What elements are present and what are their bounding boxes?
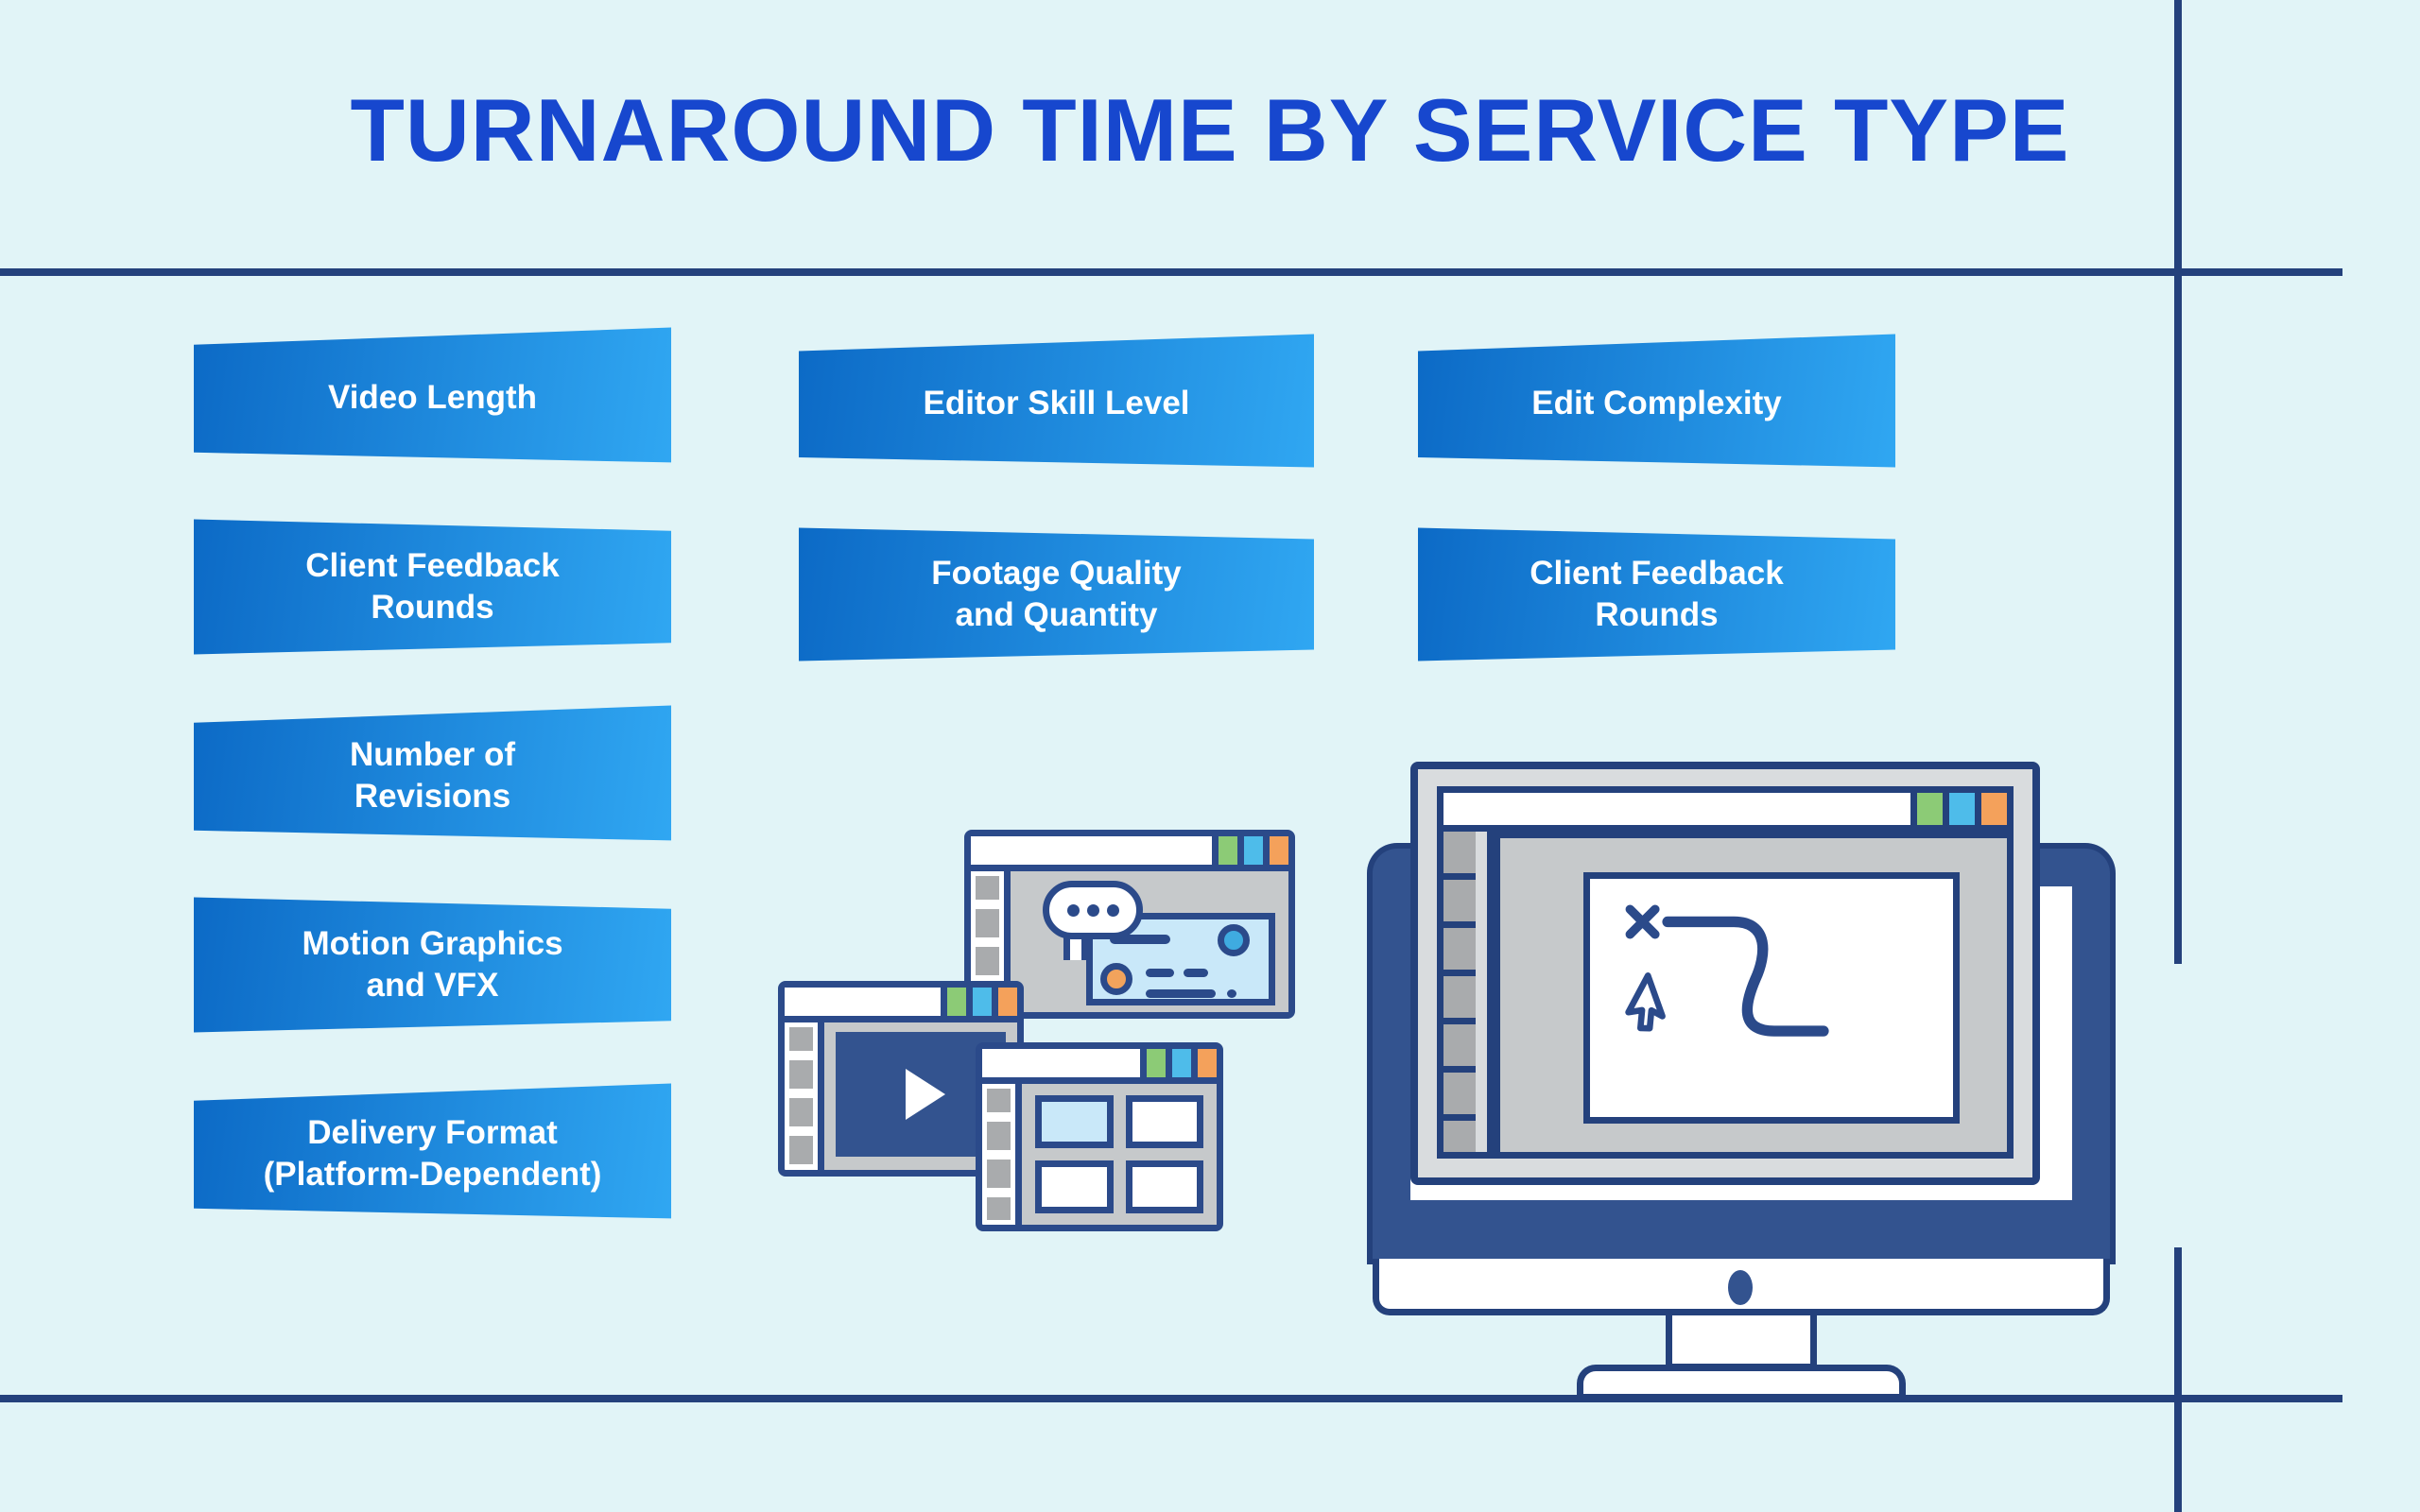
card-text-bar (1110, 935, 1170, 944)
top-horizontal-rule (0, 268, 2342, 276)
comment-review-window-illustration (964, 830, 1295, 1019)
bottom-right-vertical-rule (2174, 1247, 2182, 1512)
page-title: TURNAROUND TIME BY SERVICE TYPE (350, 80, 2070, 180)
window-content (1022, 1084, 1217, 1225)
blue-window-button-icon (1943, 793, 1975, 825)
card-text-bar (1146, 969, 1174, 977)
play-icon (906, 1069, 945, 1120)
window-buttons (1140, 1049, 1217, 1077)
media-grid-window-illustration (976, 1042, 1223, 1231)
factor-column-3: Edit Complexity Client Feedback Rounds (1418, 333, 1895, 665)
cursor-arrow-icon (1625, 972, 1666, 1032)
x-mark-icon (1625, 904, 1660, 939)
window-body (982, 1084, 1217, 1225)
design-app-window-illustration (1410, 762, 2040, 1185)
factor-column-2: Editor Skill Level Footage Quality and Q… (799, 333, 1314, 665)
orange-window-button-icon (992, 988, 1017, 1016)
window-titlebar (982, 1049, 1217, 1084)
factor-box-number-of-revisions: Number of Revisions (194, 705, 671, 841)
filmstrip-sprockets (785, 1022, 824, 1170)
factor-box-editor-skill-level: Editor Skill Level (799, 334, 1314, 468)
monitor-stand-base (1577, 1365, 1906, 1400)
thumbnail-cell (1035, 1095, 1114, 1148)
factor-box-footage-quality-quantity: Footage Quality and Quantity (799, 527, 1314, 662)
window-buttons (1910, 793, 2007, 825)
factor-box-motion-graphics-vfx: Motion Graphics and VFX (194, 897, 671, 1033)
bubble-dot (1066, 903, 1080, 917)
bubble-dot (1106, 903, 1119, 917)
window-body (971, 871, 1288, 1012)
card-text-dot (1227, 989, 1236, 998)
orange-window-button-icon (1263, 836, 1288, 865)
green-window-button-icon (1140, 1049, 1166, 1077)
blue-window-button-icon (1237, 836, 1263, 865)
factor-box-video-length: Video Length (194, 327, 671, 463)
monitor-power-dot-icon (1728, 1270, 1753, 1305)
filmstrip-sprockets (982, 1084, 1022, 1225)
window-buttons (941, 988, 1017, 1016)
bottom-horizontal-rule (0, 1395, 2342, 1402)
monitor-stand-neck (1666, 1315, 1817, 1370)
orange-window-button-icon (1191, 1049, 1217, 1077)
orange-window-button-icon (1975, 793, 2007, 825)
blue-window-button-icon (966, 988, 992, 1016)
thumbnail-grid (1035, 1095, 1203, 1213)
green-window-button-icon (1212, 836, 1237, 865)
card-text-bar (1184, 969, 1208, 977)
pen-path-drawing (1625, 904, 1829, 1037)
factor-box-edit-complexity: Edit Complexity (1418, 334, 1895, 468)
window-titlebar (971, 836, 1288, 871)
speech-bubble-icon (1043, 881, 1143, 939)
window-titlebar (785, 988, 1017, 1022)
orange-avatar-circle-icon (1100, 963, 1132, 995)
green-window-button-icon (941, 988, 966, 1016)
blue-window-button-icon (1166, 1049, 1191, 1077)
factor-column-1: Video Length Client Feedback Rounds Numb… (194, 326, 671, 1226)
window-content (1011, 871, 1288, 1012)
factor-box-client-feedback-rounds-2: Client Feedback Rounds (1418, 527, 1895, 662)
factor-box-client-feedback-rounds: Client Feedback Rounds (194, 519, 671, 655)
artboard (1583, 872, 1960, 1124)
factor-box-delivery-format: Delivery Format (Platform-Dependent) (194, 1083, 671, 1219)
design-tool-palette (1437, 832, 1494, 1159)
thumbnail-cell (1125, 1095, 1203, 1148)
green-window-button-icon (1910, 793, 1943, 825)
card-text-bar (1146, 989, 1216, 998)
window-buttons (1212, 836, 1288, 865)
bubble-dot (1086, 903, 1099, 917)
blue-status-circle-icon (1218, 924, 1250, 956)
design-canvas (1494, 832, 2014, 1159)
design-window-titlebar (1437, 786, 2014, 832)
thumbnail-cell (1125, 1160, 1203, 1213)
thumbnail-cell (1035, 1160, 1114, 1213)
right-vertical-rule (2174, 0, 2182, 964)
pen-curve-icon (1662, 916, 1829, 1037)
